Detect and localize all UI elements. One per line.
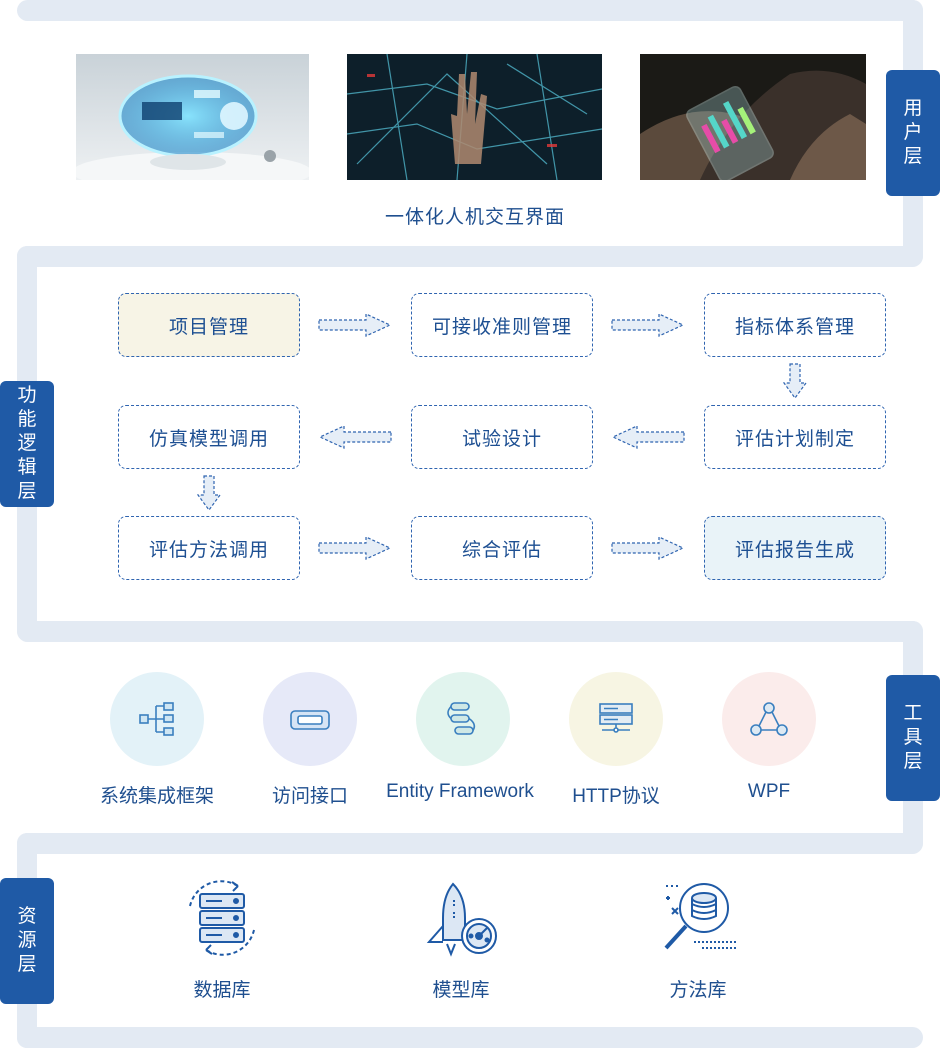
simulation-model-call-box[interactable]: 仿真模型调用 <box>118 405 300 469</box>
track-bottom <box>17 1027 923 1048</box>
layer-tag-function: 功能逻辑层 <box>0 381 54 507</box>
layer-tag-user: 用户层 <box>886 70 940 196</box>
indicator-system-box[interactable]: 指标体系管理 <box>704 293 886 357</box>
touch-map-photo <box>347 54 602 180</box>
evaluation-method-call-box[interactable]: 评估方法调用 <box>118 516 300 580</box>
arrow-right-icon <box>611 313 685 337</box>
track-mid-2 <box>17 621 923 642</box>
tool-label-http: HTTP协议 <box>572 786 660 807</box>
database-server-icon[interactable] <box>182 878 262 958</box>
tool-item-access[interactable] <box>263 672 357 766</box>
layer-tag-resource: 资源层 <box>0 878 54 1004</box>
user-layer-caption: 一体化人机交互界面 <box>384 207 565 228</box>
resource-label-model-library: 模型库 <box>432 980 490 1001</box>
tool-label-entity-framework: Entity Framework <box>386 781 534 802</box>
evaluation-report-box[interactable]: 评估报告生成 <box>704 516 886 580</box>
evaluation-plan-box[interactable]: 评估计划制定 <box>704 405 886 469</box>
network-icon <box>750 702 788 736</box>
comprehensive-evaluation-box[interactable]: 综合评估 <box>411 516 593 580</box>
resource-label-method-library: 方法库 <box>669 980 727 1001</box>
experiment-design-box[interactable]: 试验设计 <box>411 405 593 469</box>
arrow-left-icon <box>318 425 392 449</box>
layer-tag-tool-label: 工具层 <box>903 703 923 772</box>
track-mid-1 <box>17 246 923 267</box>
tool-label-wpf: WPF <box>747 781 791 802</box>
tool-item-wpf[interactable] <box>722 672 816 766</box>
hierarchy-icon <box>139 702 174 736</box>
layer-tag-user-label: 用户层 <box>903 98 923 167</box>
tool-label-integration: 系统集成框架 <box>99 786 214 807</box>
arrow-right-icon <box>611 536 685 560</box>
layer-tag-tool: 工具层 <box>886 675 940 801</box>
tool-item-integration[interactable] <box>110 672 204 766</box>
server-icon <box>599 703 633 733</box>
data-search-icon[interactable] <box>658 878 738 958</box>
workflow-icon <box>447 702 476 735</box>
track-top <box>17 0 923 21</box>
hologram-photo <box>76 54 309 180</box>
project-management-box[interactable]: 项目管理 <box>118 293 300 357</box>
arrow-down-icon <box>783 363 807 399</box>
acceptance-criteria-box[interactable]: 可接收准则管理 <box>411 293 593 357</box>
resource-label-database: 数据库 <box>193 980 251 1001</box>
tool-item-entity-framework[interactable] <box>416 672 510 766</box>
arrow-down-icon <box>197 475 221 511</box>
tool-item-http[interactable] <box>569 672 663 766</box>
layer-tag-function-label: 功能逻辑层 <box>17 385 37 502</box>
track-mid-3 <box>17 833 923 854</box>
arrow-right-icon <box>318 313 392 337</box>
arrow-right-icon <box>318 536 392 560</box>
rocket-gauge-icon[interactable] <box>421 878 501 958</box>
arrow-left-icon <box>611 425 685 449</box>
tool-label-access: 访问接口 <box>271 786 348 807</box>
interface-icon <box>290 710 330 730</box>
layer-tag-resource-label: 资源层 <box>17 906 37 975</box>
hand-device-photo <box>640 54 866 180</box>
